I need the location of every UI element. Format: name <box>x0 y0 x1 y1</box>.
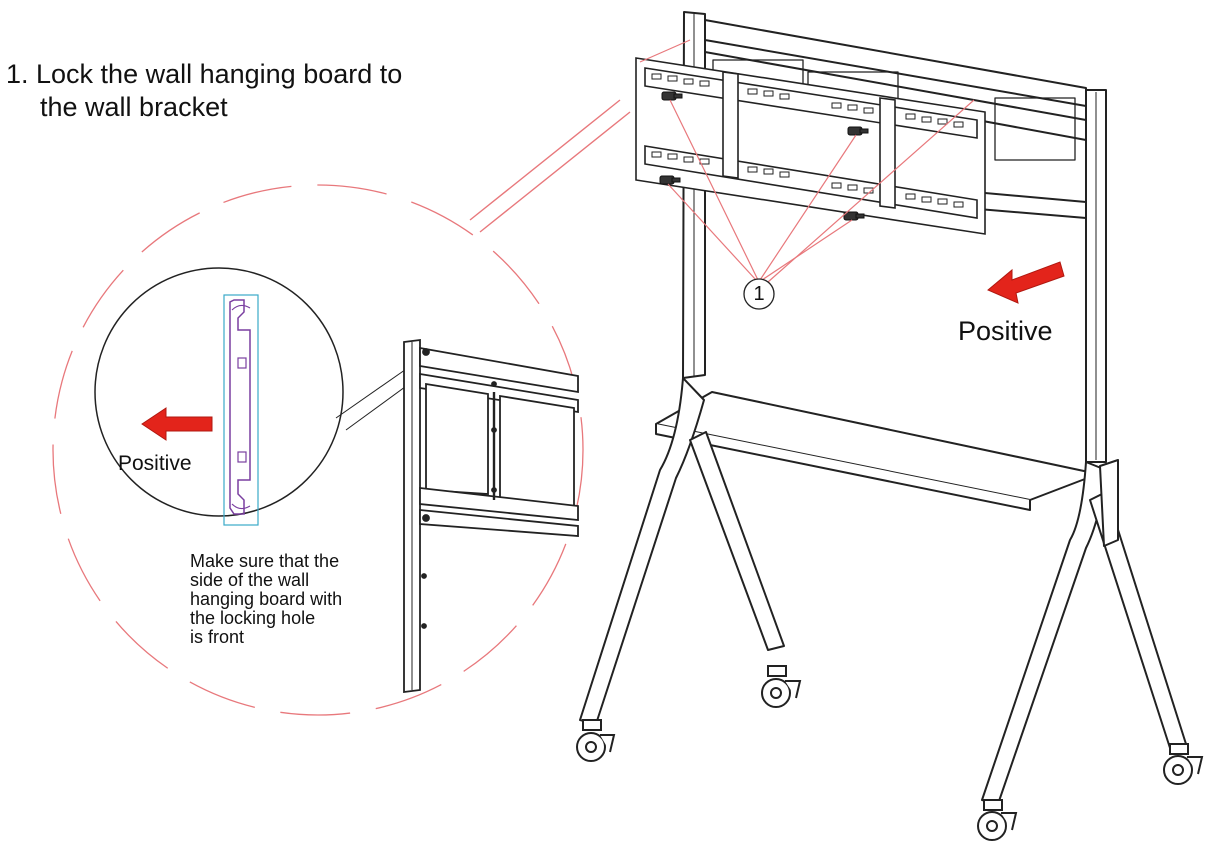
callout-number: 1 <box>753 283 765 305</box>
connector-lines <box>469 99 631 233</box>
caster-front-left <box>576 719 616 762</box>
caster-front-right <box>977 799 1018 841</box>
positive-label-detail: Positive <box>118 452 192 475</box>
screw-bottom-left-icon <box>659 175 681 185</box>
callout-leaders <box>639 39 975 283</box>
screws <box>659 91 869 221</box>
detail-magnifier <box>94 267 421 526</box>
screw-top-left-icon <box>661 91 683 101</box>
caster-back-right <box>1163 743 1204 785</box>
step-instruction-line1: 1. Lock the wall hanging board to <box>6 59 403 89</box>
step-instruction: 1. Lock the wall hanging board to the wa… <box>6 58 402 124</box>
note-line: is front <box>190 627 245 647</box>
wall-hanging-board <box>635 57 986 235</box>
zoom-circle-dashed <box>52 184 584 716</box>
detail-frame <box>403 338 579 694</box>
positive-arrow-main-icon <box>987 261 1065 304</box>
note-line: hanging board with <box>190 589 343 609</box>
note-line: Make sure that the <box>190 551 340 571</box>
note-line: side of the wall <box>190 570 310 590</box>
screw-top-right-icon <box>847 126 869 136</box>
step-instruction-line2: the wall bracket <box>40 92 228 122</box>
positive-arrow-detail-icon <box>141 407 213 441</box>
callout-circle <box>743 278 775 310</box>
orientation-note: Make sure that the side of the wall hang… <box>190 552 430 647</box>
caster-back-left <box>761 665 802 708</box>
casters <box>576 665 1204 841</box>
positive-label-main: Positive <box>958 316 1053 346</box>
note-line: the locking hole <box>190 608 316 628</box>
